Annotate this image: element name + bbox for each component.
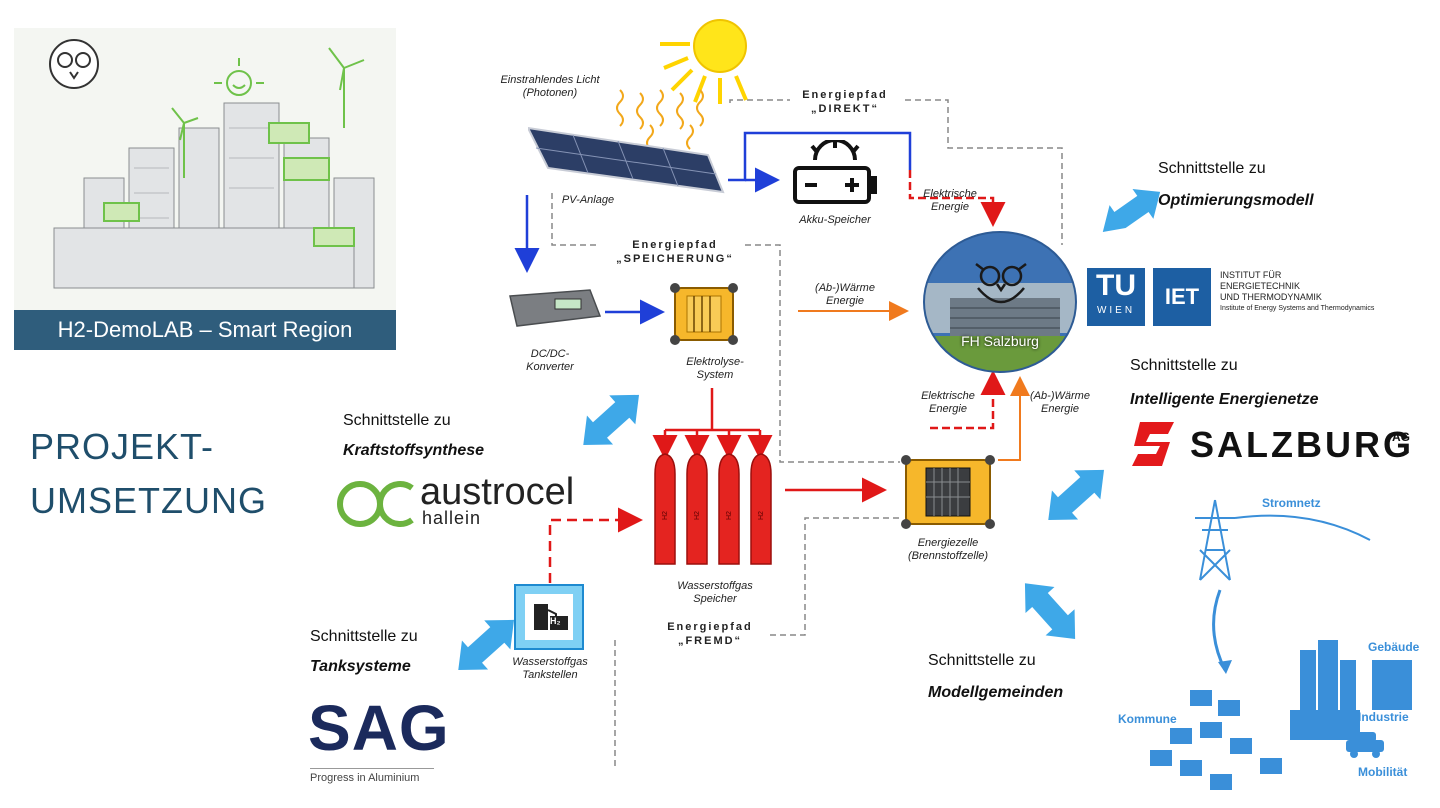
grid-illustration	[1150, 499, 1412, 790]
car-icon	[1346, 732, 1384, 758]
path-speicherung-line-right	[745, 244, 900, 463]
interface-kraftstoff: Schnittstelle zu Kraftstoffsynthese	[343, 412, 485, 459]
demolab-banner: H2-DemoLAB – Smart Region	[14, 310, 396, 350]
industry-buildings-icon	[1290, 640, 1412, 740]
arrow-heat-bottom	[998, 376, 1030, 461]
h2-station-symbol: H₂	[550, 616, 561, 626]
pv-panel-icon	[528, 126, 725, 194]
interface-optimierung: Schnittstelle zu Optimierungsmodell	[1158, 160, 1314, 209]
sag-logo: SAG	[308, 692, 450, 764]
svg-text:H2: H2	[694, 511, 701, 520]
interface-arrow-netze	[1048, 469, 1105, 521]
tu-wien-logo: TU WIEN	[1087, 268, 1145, 326]
interface-tank-name: Tanksysteme	[310, 658, 411, 675]
path-direkt-line-right	[905, 99, 1063, 245]
grid-stromnetz-label: Stromnetz	[1262, 496, 1321, 510]
path-direkt-line-left	[729, 99, 790, 103]
photon-icon	[616, 89, 704, 150]
fh-salzburg-building-icon	[923, 231, 1077, 373]
h2-station-icon: H₂	[514, 584, 584, 650]
path-direkt-title: Energiepfad „DIREKT“	[802, 89, 888, 115]
interface-arrow-kraftstoff	[583, 394, 640, 446]
buildings-icon	[53, 102, 375, 289]
electrolysis-label: Elektrolyse- System	[686, 356, 744, 381]
h2-station-label: Wasserstoffgas Tankstellen	[512, 656, 588, 681]
salzburg-ag-suffix: AG	[1392, 430, 1410, 444]
grid-gebaeude-label: Gebäude	[1368, 640, 1420, 654]
grid-industrie-label: Industrie	[1358, 710, 1409, 724]
electric-energy-bottom-label: Elektrische Energie	[921, 390, 975, 415]
arrow-pv-to-akku-frame	[728, 131, 912, 182]
power-pylon-icon	[1195, 499, 1371, 581]
heat-energy-bottom-label: (Ab-)Wärme Energie	[1030, 390, 1090, 415]
light-label: Einstrahlendes Licht (Photonen)	[500, 74, 600, 99]
dcdc-converter-icon	[509, 289, 602, 327]
interface-gemeinden: Schnittstelle zu Modellgemeinden	[928, 652, 1064, 701]
smart-city-illustration	[14, 28, 396, 310]
iet-logo: IET	[1153, 268, 1211, 326]
path-fremd-line-right	[770, 517, 900, 636]
sag-tagline: Progress in Aluminium	[310, 772, 420, 784]
interface-netze: Schnittstelle zu Intelligente Energienet…	[1130, 357, 1319, 408]
project-title: PROJEKT- UMSETZUNG	[30, 420, 267, 528]
sag-divider	[310, 768, 434, 769]
austrocel-logo-icon	[337, 481, 414, 527]
hydrogen-cylinders-icon: H2 H2 H2 H2	[654, 453, 772, 565]
arrow-electric-bottom	[930, 370, 1006, 430]
austrocel-sub: hallein	[422, 508, 482, 528]
pv-label: PV-Anlage	[561, 194, 615, 206]
svg-text:H2: H2	[726, 511, 733, 520]
electric-energy-top-label: Elektrische Energie	[923, 188, 977, 213]
salzburg-ag-name: SALZBURG	[1190, 424, 1414, 465]
interface-tank: Schnittstelle zu Tanksysteme	[310, 628, 418, 675]
project-title-line2: UMSETZUNG	[30, 480, 267, 521]
arrow-electric-top	[908, 170, 1006, 227]
dcdc-label: DC/DC- Konverter	[526, 348, 574, 373]
iet-institute-text: INSTITUT FÜR ENERGIETECHNIK UND THERMODY…	[1220, 270, 1375, 312]
heat-energy-top-label: (Ab-)Wärme Energie	[815, 282, 875, 307]
interface-arrow-tank	[458, 619, 515, 671]
austrocel-name: austrocel	[420, 471, 575, 513]
h2-storage-label: Wasserstoffgas Speicher	[677, 580, 753, 605]
path-speicherung-title: Energiepfad „SPEICHERUNG“	[616, 239, 734, 265]
fh-salzburg-label: FH Salzburg	[961, 333, 1039, 349]
salzburg-ag-logo-icon	[1132, 422, 1174, 466]
path-fremd-title: Energiepfad „FREMD“	[667, 621, 753, 647]
arrow-tank-to-storage	[548, 507, 643, 583]
grid-mobilitaet-label: Mobilität	[1358, 765, 1408, 779]
owl-logo-icon	[49, 39, 99, 89]
fuel-cell-label: Energiezelle (Brennstoffzelle)	[907, 537, 989, 562]
interface-arrow-optimierung	[1102, 189, 1161, 233]
grid-kommune-label: Kommune	[1118, 712, 1177, 726]
path-speicherung-line-left	[551, 193, 598, 246]
battery-icon	[793, 140, 877, 204]
interface-netze-name: Intelligente Energienetze	[1130, 391, 1319, 408]
interface-kraftstoff-name: Kraftstoffsynthese	[343, 442, 485, 459]
akku-label: Akku-Speicher	[799, 214, 871, 226]
fuel-cell-icon	[901, 455, 995, 529]
flow-arrow-icon	[1212, 589, 1227, 671]
houses-icon	[1150, 690, 1282, 790]
interface-arrow-gemeinden	[1024, 583, 1076, 640]
svg-text:H2: H2	[662, 511, 669, 520]
electrolysis-icon	[670, 283, 738, 345]
owl-icon	[975, 263, 1027, 304]
green-energy-icon	[103, 47, 365, 247]
svg-text:H2: H2	[758, 511, 765, 520]
project-title-line1: PROJEKT-	[30, 426, 215, 467]
interface-optimierung-name: Optimierungsmodell	[1158, 192, 1314, 209]
interface-gemeinden-name: Modellgemeinden	[928, 684, 1064, 701]
sun-icon	[660, 19, 748, 104]
